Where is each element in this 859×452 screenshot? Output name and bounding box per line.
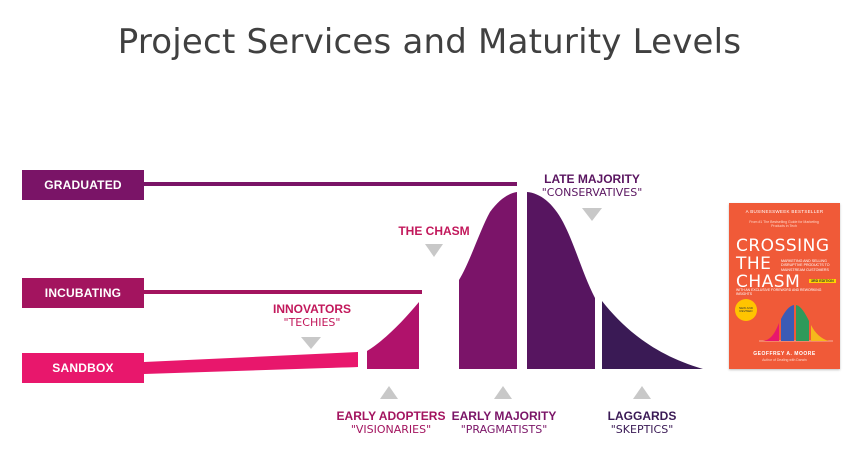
innovators-pointer: [301, 337, 321, 349]
book-author-note: Author of Dealing with Darwin: [762, 358, 807, 362]
book-title-line-3: CHASM: [736, 272, 801, 292]
book-seal: NEW AND REVISED: [735, 299, 757, 321]
chasm-name: THE CHASM: [398, 224, 470, 238]
laggards-pointer: [633, 386, 651, 399]
level-box-sandbox: SANDBOX: [22, 353, 144, 383]
curve-segment-late-majority: [527, 192, 595, 369]
early-majority-alias: "PRAGMATISTS": [460, 423, 548, 436]
label-early-adopters: EARLY ADOPTERS "VISIONARIES": [335, 409, 447, 437]
curve-segment-early-adopters: [367, 302, 419, 369]
early-adopters-name: EARLY ADOPTERS: [336, 409, 446, 423]
curve-segment-early-majority: [459, 192, 517, 369]
chasm-pointer: [425, 244, 443, 257]
crossing-the-chasm-book-cover: A BUSINESSWEEK BESTSELLER From #1 The Be…: [729, 203, 840, 369]
curve-segment-innovators: [270, 353, 358, 369]
innovators-name: INNOVATORS: [272, 302, 351, 316]
label-innovators: INNOVATORS "TECHIES": [262, 302, 362, 330]
laggards-alias: "SKEPTICS": [610, 423, 674, 436]
level-box-incubating: INCUBATING: [22, 278, 144, 308]
book-title-line-1: CROSSING: [736, 236, 830, 256]
book-seal-text: NEW AND REVISED: [738, 305, 753, 313]
late-majority-pointer: [582, 208, 602, 221]
early-majority-name: EARLY MAJORITY: [451, 409, 557, 423]
book-edition: 3RD EDITION: [809, 279, 836, 283]
late-majority-alias: "CONSERVATIVES": [541, 186, 643, 199]
level-label: INCUBATING: [44, 286, 122, 300]
level-label: SANDBOX: [52, 361, 114, 375]
book-curve-graphic: [759, 305, 833, 342]
curve-segment-laggards: [602, 301, 703, 369]
level-box-graduated: GRADUATED: [22, 170, 144, 200]
laggards-name: LAGGARDS: [607, 409, 677, 423]
late-majority-name: LATE MAJORITY: [544, 172, 640, 186]
level-label: GRADUATED: [44, 178, 122, 192]
book-foreword-note: WITH AN EXCLUSIVE FOREWORD AND REWORKING…: [736, 288, 822, 296]
sandbox-connector-wedge: [144, 352, 358, 374]
innovators-alias: "TECHIES": [283, 316, 341, 329]
label-chasm: THE CHASM: [384, 224, 484, 238]
label-late-majority: LATE MAJORITY "CONSERVATIVES": [527, 172, 657, 200]
book-title-line-2: THE: [736, 254, 772, 274]
label-early-majority: EARLY MAJORITY "PRAGMATISTS": [448, 409, 560, 437]
early-adopters-alias: "VISIONARIES": [350, 423, 432, 436]
book-tagline: A BUSINESSWEEK BESTSELLER: [745, 209, 824, 214]
book-subtitle: From #1 The Bestselling Guide for Market…: [749, 220, 819, 228]
label-laggards: LAGGARDS "SKEPTICS": [592, 409, 692, 437]
early-majority-pointer: [494, 386, 512, 399]
book-author: GEOFFREY A. MOORE: [753, 351, 816, 357]
book-description: MARKETING AND SELLING DISRUPTIVE PRODUCT…: [781, 259, 830, 272]
early-adopters-pointer: [380, 386, 398, 399]
page-title: Project Services and Maturity Levels: [117, 22, 742, 62]
